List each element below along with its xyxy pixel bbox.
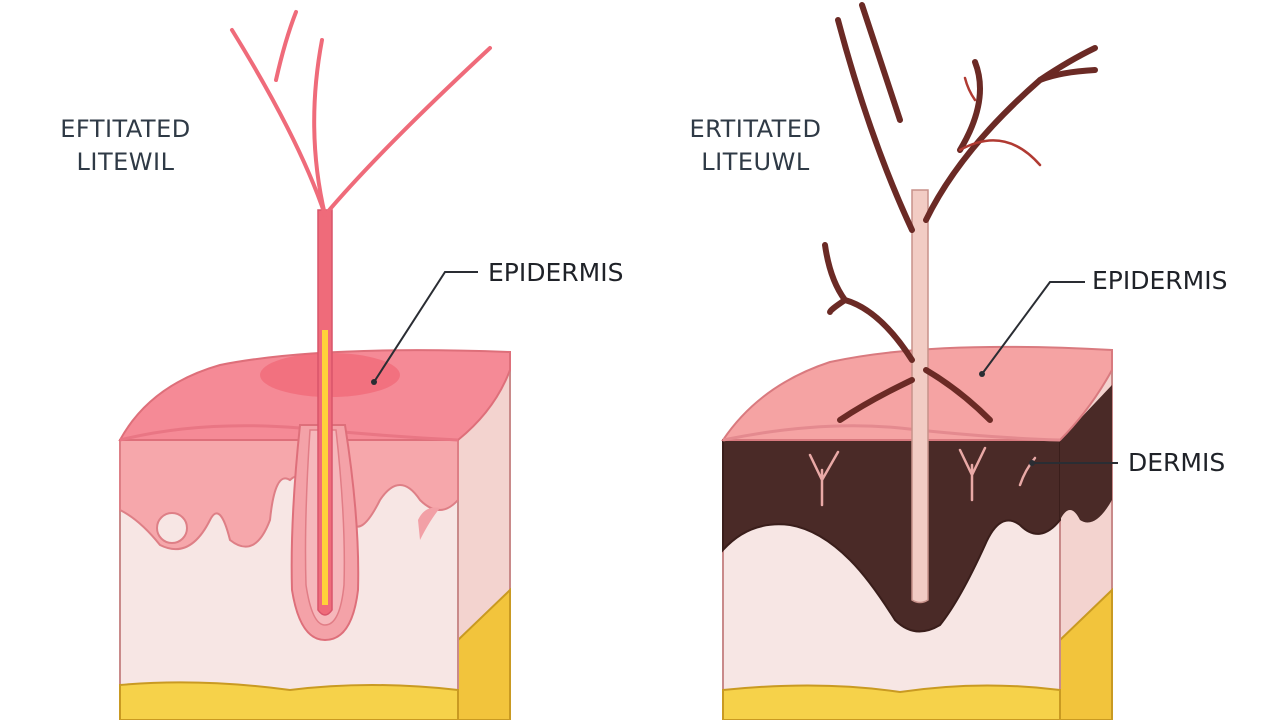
right-dermis-label: DERMIS [1128, 448, 1226, 477]
right-epidermis-label: EPIDERMIS [1092, 266, 1228, 295]
left-epidermis-leader [373, 271, 478, 383]
left-fat-layer [119, 681, 459, 720]
right-skin-block [721, 2, 1118, 720]
right-fat-layer [722, 684, 1061, 720]
left-skin-block [118, 10, 511, 720]
right-dermis [722, 439, 1061, 633]
left-dermis [119, 439, 459, 550]
left-title-line1: EFTITATED [60, 115, 191, 143]
left-title-line2: LITEWIL [76, 148, 175, 176]
right-hair-shaft [911, 189, 929, 604]
right-title-line1: ERTITATED [689, 115, 822, 143]
left-epidermis-label: EPIDERMIS [488, 258, 624, 287]
right-epidermis-leader [981, 281, 1085, 375]
right-title-line2: LITEUWL [701, 148, 810, 176]
